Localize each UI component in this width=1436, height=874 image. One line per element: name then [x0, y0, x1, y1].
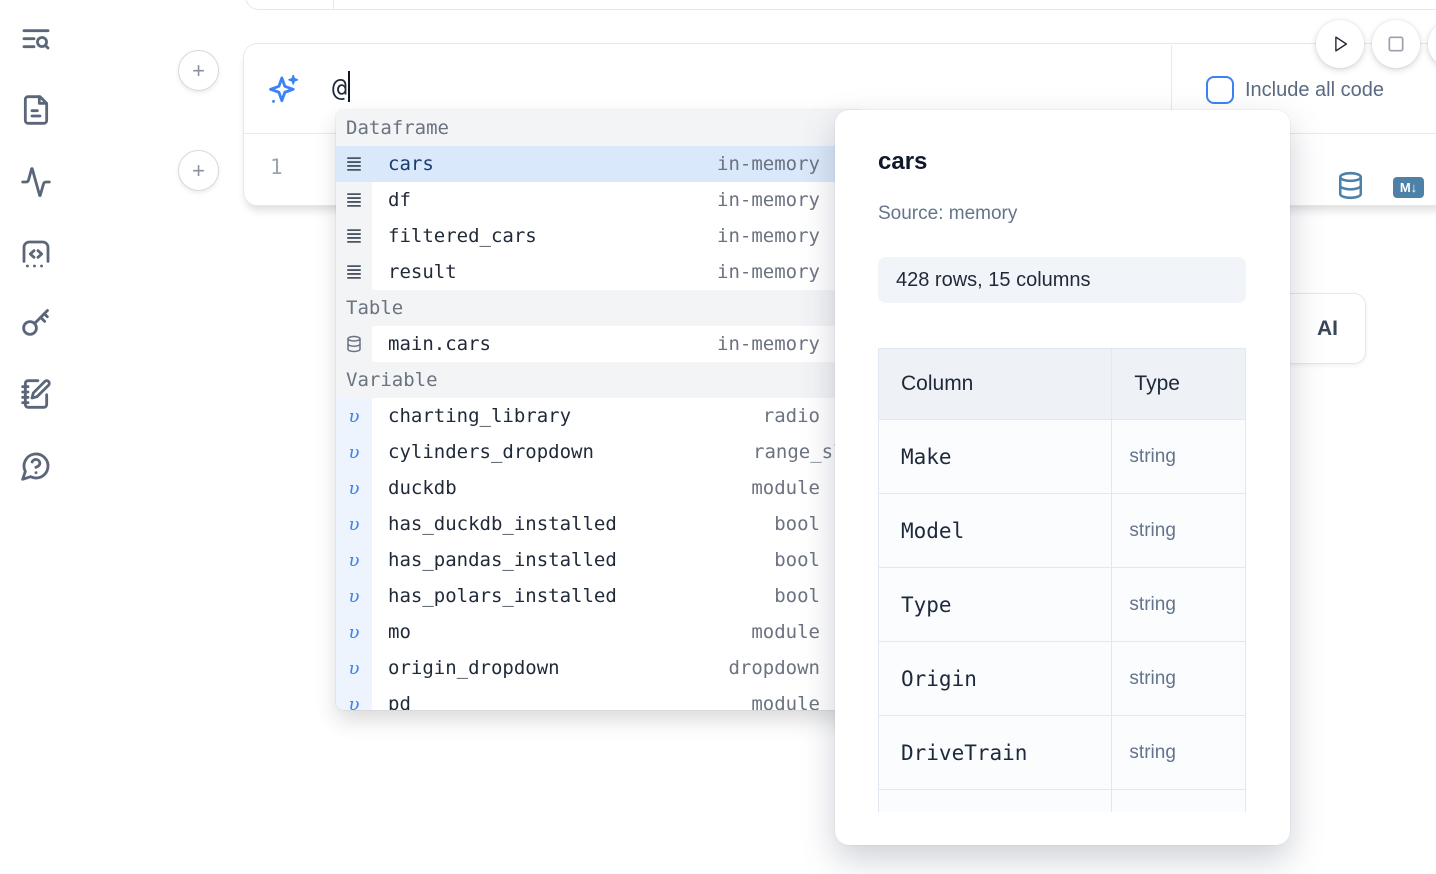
- autocomplete-item-pd[interactable]: υ pd module: [336, 686, 866, 710]
- add-cell-button-bottom[interactable]: +: [178, 150, 219, 191]
- variable-icon: υ: [336, 650, 372, 686]
- file-text-icon[interactable]: [20, 94, 52, 126]
- autocomplete-item-filtered-cars[interactable]: filtered_cars in-memory: [336, 218, 866, 254]
- autocomplete-item-has-pandas-installed[interactable]: υ has_pandas_installed bool: [336, 542, 866, 578]
- table-row: DriveTrain string: [878, 715, 1246, 790]
- dataframe-preview-panel: cars Source: memory 428 rows, 15 columns…: [835, 110, 1290, 845]
- autocomplete-item-has-polars-installed[interactable]: υ has_polars_installed bool: [336, 578, 866, 614]
- variable-icon: υ: [336, 506, 372, 542]
- table-row: Type string: [878, 567, 1246, 642]
- activity-icon[interactable]: [20, 166, 52, 198]
- autocomplete-dropdown: Dataframe cars in-memory df in-memory fi…: [336, 110, 866, 710]
- autocomplete-item-duckdb[interactable]: υ duckdb module: [336, 470, 866, 506]
- table-row: Make string: [878, 419, 1246, 494]
- dataframe-icon: [336, 146, 372, 182]
- section-header-dataframe: Dataframe: [336, 110, 866, 146]
- autocomplete-item-mo[interactable]: υ mo module: [336, 614, 866, 650]
- section-header-table: Table: [336, 290, 866, 326]
- dataframe-icon: [336, 218, 372, 254]
- variable-icon: υ: [336, 398, 372, 434]
- more-cell-button[interactable]: [1428, 20, 1436, 68]
- previous-cell-divider: [333, 0, 334, 10]
- line-number: 1: [270, 155, 283, 179]
- type-header: Type: [1111, 348, 1246, 420]
- run-cell-button[interactable]: [1316, 20, 1364, 68]
- table-database-icon: [336, 326, 372, 362]
- markdown-icon[interactable]: M↓: [1393, 177, 1424, 198]
- text-cursor: [348, 71, 351, 102]
- variable-icon: υ: [336, 542, 372, 578]
- autocomplete-item-origin-dropdown[interactable]: υ origin_dropdown dropdown: [336, 650, 866, 686]
- table-row: Model string: [878, 493, 1246, 568]
- play-icon: [1335, 36, 1348, 52]
- help-circle-icon[interactable]: [20, 450, 52, 482]
- variable-icon: υ: [336, 434, 372, 470]
- preview-shape-badge: 428 rows, 15 columns: [878, 257, 1246, 303]
- table-header-row: Column Type: [878, 348, 1246, 420]
- autocomplete-item-result[interactable]: result in-memory: [336, 254, 866, 290]
- variable-icon: υ: [336, 686, 372, 710]
- code-square-icon[interactable]: [20, 238, 52, 270]
- preview-source: Source: memory: [878, 203, 1018, 224]
- autocomplete-item-main-cars[interactable]: main.cars in-memory: [336, 326, 866, 362]
- text-search-icon[interactable]: [20, 24, 52, 56]
- dataframe-icon: [336, 254, 372, 290]
- add-cell-button-top[interactable]: +: [178, 50, 219, 91]
- autocomplete-item-cylinders-dropdown[interactable]: υ cylinders_dropdown range_sli: [336, 434, 866, 470]
- table-row: Origin string: [878, 641, 1246, 716]
- preview-schema-table: Column Type Make string Model string Typ…: [878, 348, 1246, 812]
- autocomplete-item-cars[interactable]: cars in-memory: [336, 146, 866, 182]
- previous-cell-edge: [245, 0, 1436, 10]
- stop-cell-button[interactable]: [1372, 20, 1420, 68]
- preview-title: cars: [878, 148, 928, 175]
- autocomplete-item-charting-library[interactable]: υ charting_library radio: [336, 398, 866, 434]
- autocomplete-item-df[interactable]: df in-memory: [336, 182, 866, 218]
- ai-prompt-input[interactable]: @: [332, 71, 351, 105]
- ai-row-divider: [1171, 45, 1172, 133]
- column-header: Column: [878, 348, 1113, 420]
- variable-icon: υ: [336, 614, 372, 650]
- include-all-code-checkbox[interactable]: [1206, 76, 1234, 104]
- sparkles-icon: [269, 74, 299, 103]
- variable-icon: υ: [336, 578, 372, 614]
- dataframe-icon: [336, 182, 372, 218]
- notebook-pen-icon[interactable]: [20, 378, 52, 410]
- include-all-code-label: Include all code: [1245, 79, 1384, 101]
- section-header-variable: Variable: [336, 362, 866, 398]
- code-editor[interactable]: 1 M↓: [244, 135, 1436, 206]
- autocomplete-item-has-duckdb-installed[interactable]: υ has_duckdb_installed bool: [336, 506, 866, 542]
- variable-icon: υ: [336, 470, 372, 506]
- key-icon[interactable]: [20, 306, 52, 338]
- stop-icon: [1388, 36, 1404, 52]
- database-icon[interactable]: [1336, 171, 1365, 200]
- table-row-partial: [878, 789, 1246, 812]
